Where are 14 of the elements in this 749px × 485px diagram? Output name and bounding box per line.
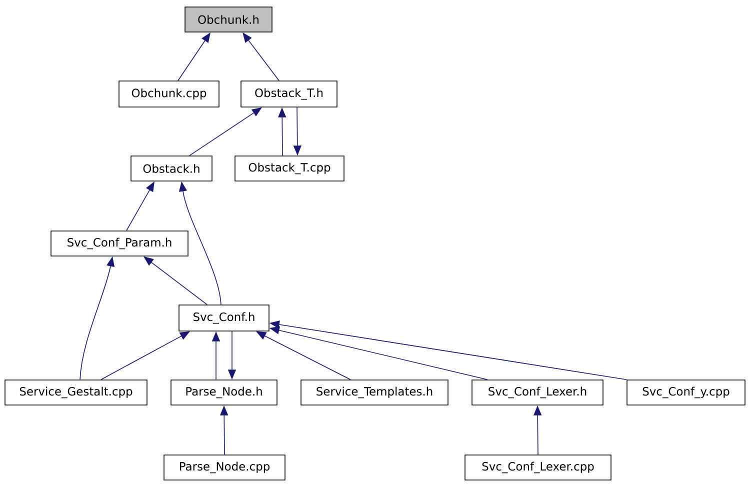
file-box: Obstack.h (130, 156, 212, 182)
file-box: Svc_Conf_Param.h (50, 230, 188, 256)
file-box: Service_Gestalt.cpp (4, 380, 148, 406)
file-box: Obstack_T.h (240, 80, 338, 108)
file-box: Obchunk.h (184, 6, 272, 32)
file-box: Svc_Conf.h (178, 304, 270, 332)
file-box: Parse_Node.cpp (164, 454, 286, 480)
file-box: Svc_Conf_Lexer.cpp (464, 454, 612, 480)
file-box: Svc_Conf_y.cpp (626, 380, 746, 406)
file-box: Obchunk.cpp (118, 80, 220, 108)
file-box: Parse_Node.h (170, 380, 278, 406)
file-box: Obstack_T.cpp (234, 156, 344, 182)
file-box: Service_Templates.h (300, 380, 448, 406)
file-box: Svc_Conf_Lexer.h (472, 380, 604, 406)
